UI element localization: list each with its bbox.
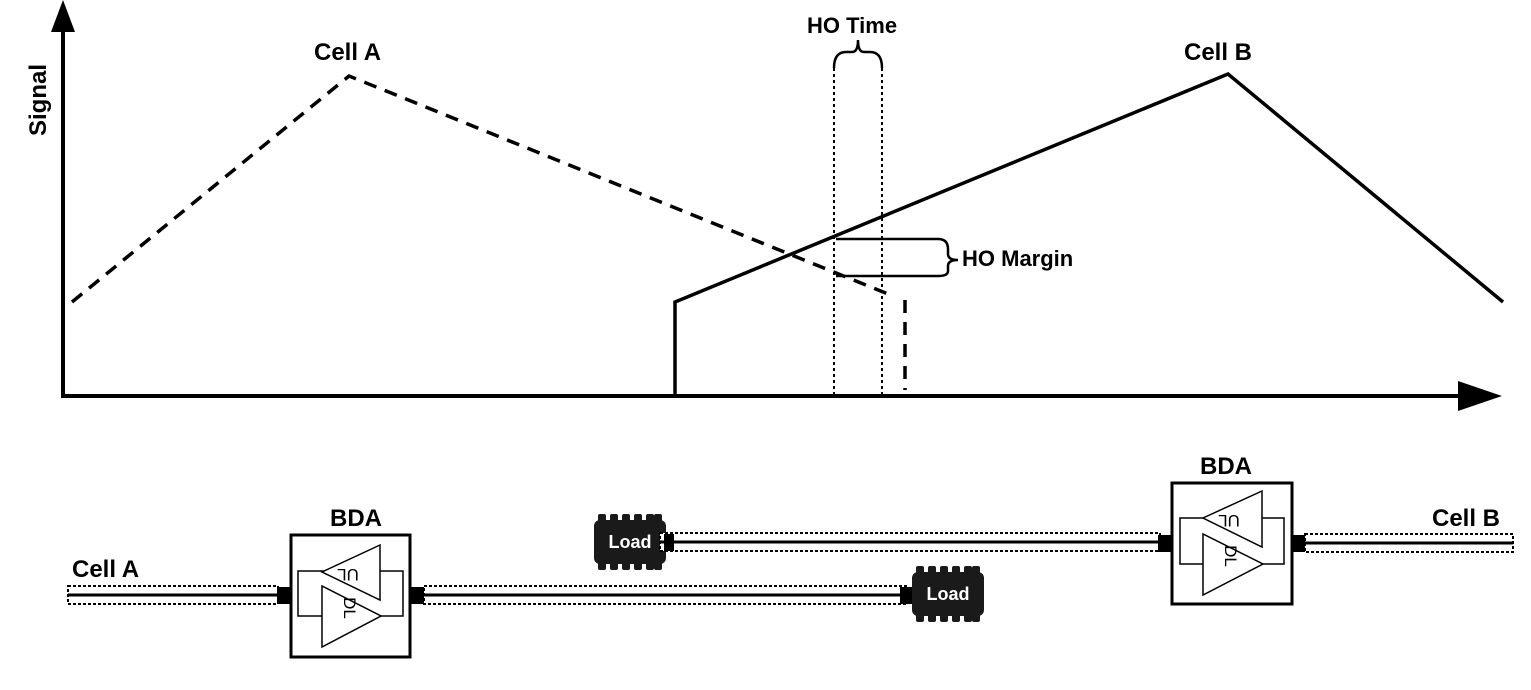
cell-a-cable: [67, 585, 279, 605]
ho-margin-brace-icon: [836, 237, 959, 278]
ho-time-label: HO Time: [807, 13, 897, 38]
cell-a-curve-label: Cell A: [314, 39, 381, 66]
bda-left-uplink-amplifier-icon: [320, 543, 381, 602]
bda-right-uplink-label: UL: [1218, 511, 1240, 530]
cell-a-signal-curve: [70, 73, 894, 304]
bda-left-label: BDA: [330, 505, 382, 532]
cell-b-cable: [1304, 533, 1514, 553]
bda-left-to-load-cable: [423, 585, 914, 605]
cell-b-signal-curve: [673, 71, 1505, 396]
bda-left-downlink-label: DL: [340, 597, 359, 619]
cell-a-network-label: Cell A: [72, 556, 139, 583]
bda-left: UL DL: [277, 533, 424, 659]
load-to-bda-right-cable: [659, 532, 1161, 552]
load-top: Load: [594, 514, 666, 570]
bda-right-uplink-amplifier-icon: [1201, 489, 1263, 549]
load-bottom: Load: [912, 566, 984, 622]
x-axis-arrow-icon: [1458, 381, 1502, 411]
bda-left-uplink-label: UL: [337, 565, 359, 584]
y-axis-label: Signal: [25, 64, 52, 136]
bda-left-downlink-amplifier-icon: [321, 584, 383, 649]
cell-b-network-label: Cell B: [1432, 505, 1500, 532]
load-bottom-label: Load: [927, 584, 970, 604]
ho-margin-label: HO Margin: [962, 246, 1073, 271]
bda-right-downlink-amplifier-icon: [1202, 532, 1265, 597]
bda-right: UL DL: [1158, 481, 1306, 606]
y-axis-arrow-icon: [51, 0, 75, 32]
ho-time-brace-icon: [832, 39, 884, 69]
load-top-label: Load: [609, 532, 652, 552]
bda-right-label: BDA: [1200, 453, 1252, 480]
cell-b-curve-label: Cell B: [1184, 39, 1252, 66]
network-diagram: Cell A UL DL BDA Load Load: [67, 453, 1514, 659]
signal-graph: Signal Cell A Cell B HO Time HO Margin: [25, 0, 1505, 411]
bda-right-downlink-label: DL: [1221, 545, 1240, 567]
